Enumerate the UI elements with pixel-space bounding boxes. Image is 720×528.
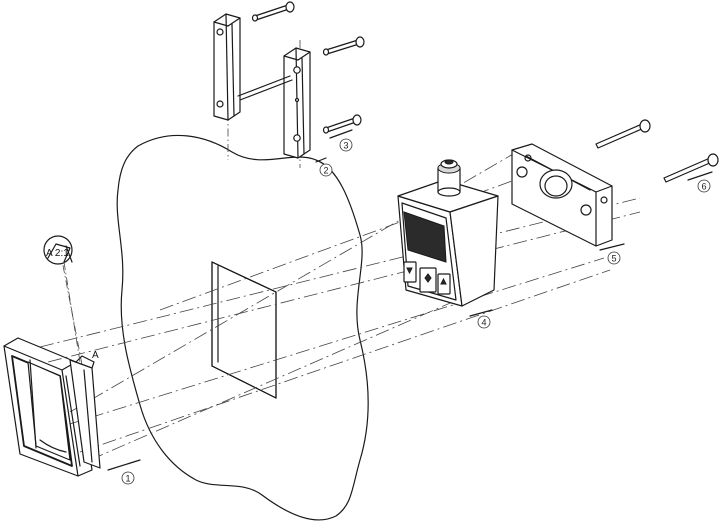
callout-item-4: 4 (469, 309, 493, 329)
screw-top-2 (322, 36, 365, 56)
mounting-bracket-right (283, 47, 311, 159)
front-bezel-frame (3, 337, 93, 477)
panel-seal (69, 355, 101, 469)
callout-item-3: 3 (329, 129, 353, 152)
screw-top-3 (322, 114, 362, 134)
detail-callout-a (43, 235, 81, 363)
rear-mounting-plate (511, 143, 613, 247)
detail-callout-label: A 2:1 (46, 248, 69, 259)
callout-item-2: 2 (315, 157, 333, 177)
callout-item-6: 6 (687, 171, 713, 193)
long-screw-2 (663, 153, 719, 183)
mounting-bracket-left (213, 13, 241, 121)
svg-text:3: 3 (344, 141, 349, 151)
svg-text:2: 2 (324, 166, 329, 176)
callout-item-1: 1 (107, 459, 141, 485)
m12-connector (437, 159, 461, 197)
screw-top-1 (251, 1, 295, 22)
panel-sheet (116, 134, 369, 521)
svg-text:4: 4 (482, 318, 487, 328)
detail-ref-label: A (92, 350, 99, 361)
callout-item-5: 5 (599, 243, 625, 265)
threaded-rod (237, 75, 293, 101)
svg-text:6: 6 (702, 182, 707, 192)
display-device (397, 179, 499, 307)
display-screen (403, 211, 447, 263)
panel-cutout (211, 261, 277, 399)
assembly-center-lines (39, 20, 641, 461)
svg-text:5: 5 (612, 254, 617, 264)
svg-text:1: 1 (126, 474, 131, 484)
long-screw-1 (595, 119, 651, 149)
